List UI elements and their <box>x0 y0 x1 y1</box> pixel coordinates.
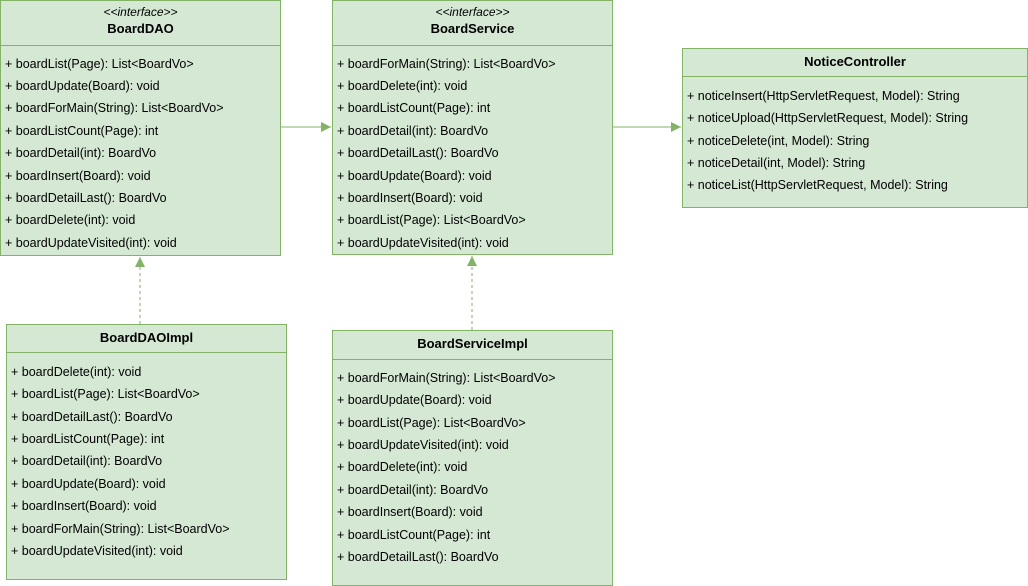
method-item: + boardListCount(Page): int <box>337 528 491 542</box>
method-item: + boardDetail(int): BoardVo <box>5 146 157 160</box>
class-name: BoardDAOImpl <box>99 330 194 345</box>
method-item: + noticeInsert(HttpServletRequest, Model… <box>687 89 960 103</box>
class-name: BoardServiceImpl <box>417 336 528 351</box>
method-item: + boardListCount(Page): int <box>337 101 491 115</box>
method-item: + boardInsert(Board): void <box>337 191 483 205</box>
method-item: + boardDelete(int): void <box>5 213 136 227</box>
class-name: BoardDAO <box>107 21 174 36</box>
method-item: + boardDelete(int): void <box>11 365 142 379</box>
method-item: + boardInsert(Board): void <box>5 169 151 183</box>
method-item: + boardUpdateVisited(int): void <box>337 236 509 250</box>
method-item: + boardDetail(int): BoardVo <box>337 124 489 138</box>
method-item: + boardForMain(String): List<BoardVo> <box>337 371 556 385</box>
method-item: + noticeDetail(int, Model): String <box>687 156 866 170</box>
method-item: + boardListCount(Page): int <box>5 124 159 138</box>
method-item: + boardDelete(int): void <box>337 460 468 474</box>
method-item: + boardListCount(Page): int <box>11 432 165 446</box>
method-item: + boardDetailLast(): BoardVo <box>337 146 499 160</box>
class-header: NoticeController <box>683 49 1027 77</box>
method-item: + boardDetailLast(): BoardVo <box>11 410 173 424</box>
class-header: BoardServiceImpl <box>333 331 612 360</box>
method-item: + boardDetailLast(): BoardVo <box>5 191 167 205</box>
class-board-service[interactable]: <<interface>> BoardService + boardForMai… <box>332 0 613 255</box>
class-name: NoticeController <box>804 54 906 69</box>
class-board-service-impl[interactable]: BoardServiceImpl + boardForMain(String):… <box>332 330 613 586</box>
method-item: + boardInsert(Board): void <box>11 499 157 513</box>
method-item: + boardForMain(String): List<BoardVo> <box>11 522 230 536</box>
class-notice-controller[interactable]: NoticeController + noticeInsert(HttpServ… <box>682 48 1028 208</box>
class-board-dao[interactable]: <<interface>> BoardDAO + boardList(Page)… <box>0 0 281 256</box>
method-item: + boardUpdateVisited(int): void <box>11 544 183 558</box>
method-item: + boardInsert(Board): void <box>337 505 483 519</box>
method-item: + boardUpdate(Board): void <box>337 393 492 407</box>
method-item: + noticeUpload(HttpServletRequest, Model… <box>687 111 969 125</box>
class-header: <<interface>> BoardDAO <box>1 1 280 46</box>
method-item: + boardForMain(String): List<BoardVo> <box>337 57 556 71</box>
method-item: + boardUpdate(Board): void <box>11 477 166 491</box>
class-name: BoardService <box>430 21 515 36</box>
method-item: + boardForMain(String): List<BoardVo> <box>5 101 224 115</box>
method-item: + noticeDelete(int, Model): String <box>687 134 870 148</box>
method-item: + boardDetail(int): BoardVo <box>11 454 163 468</box>
method-item: + boardList(Page): List<BoardVo> <box>337 213 526 227</box>
stereotype-label: <<interface>> <box>435 5 510 19</box>
method-item: + boardList(Page): List<BoardVo> <box>11 387 200 401</box>
method-item: + boardDetailLast(): BoardVo <box>337 550 499 564</box>
method-item: + boardList(Page): List<BoardVo> <box>337 416 526 430</box>
class-header: BoardDAOImpl <box>7 325 286 353</box>
method-item: + noticeList(HttpServletRequest, Model):… <box>687 178 948 192</box>
method-item: + boardDelete(int): void <box>337 79 468 93</box>
method-item: + boardList(Page): List<BoardVo> <box>5 57 194 71</box>
class-header: <<interface>> BoardService <box>333 1 612 46</box>
method-item: + boardUpdateVisited(int): void <box>5 236 177 250</box>
stereotype-label: <<interface>> <box>103 5 178 19</box>
method-item: + boardUpdate(Board): void <box>337 169 492 183</box>
method-item: + boardDetail(int): BoardVo <box>337 483 489 497</box>
method-item: + boardUpdateVisited(int): void <box>337 438 509 452</box>
class-board-dao-impl[interactable]: BoardDAOImpl + boardDelete(int): void + … <box>6 324 287 580</box>
method-item: + boardUpdate(Board): void <box>5 79 160 93</box>
